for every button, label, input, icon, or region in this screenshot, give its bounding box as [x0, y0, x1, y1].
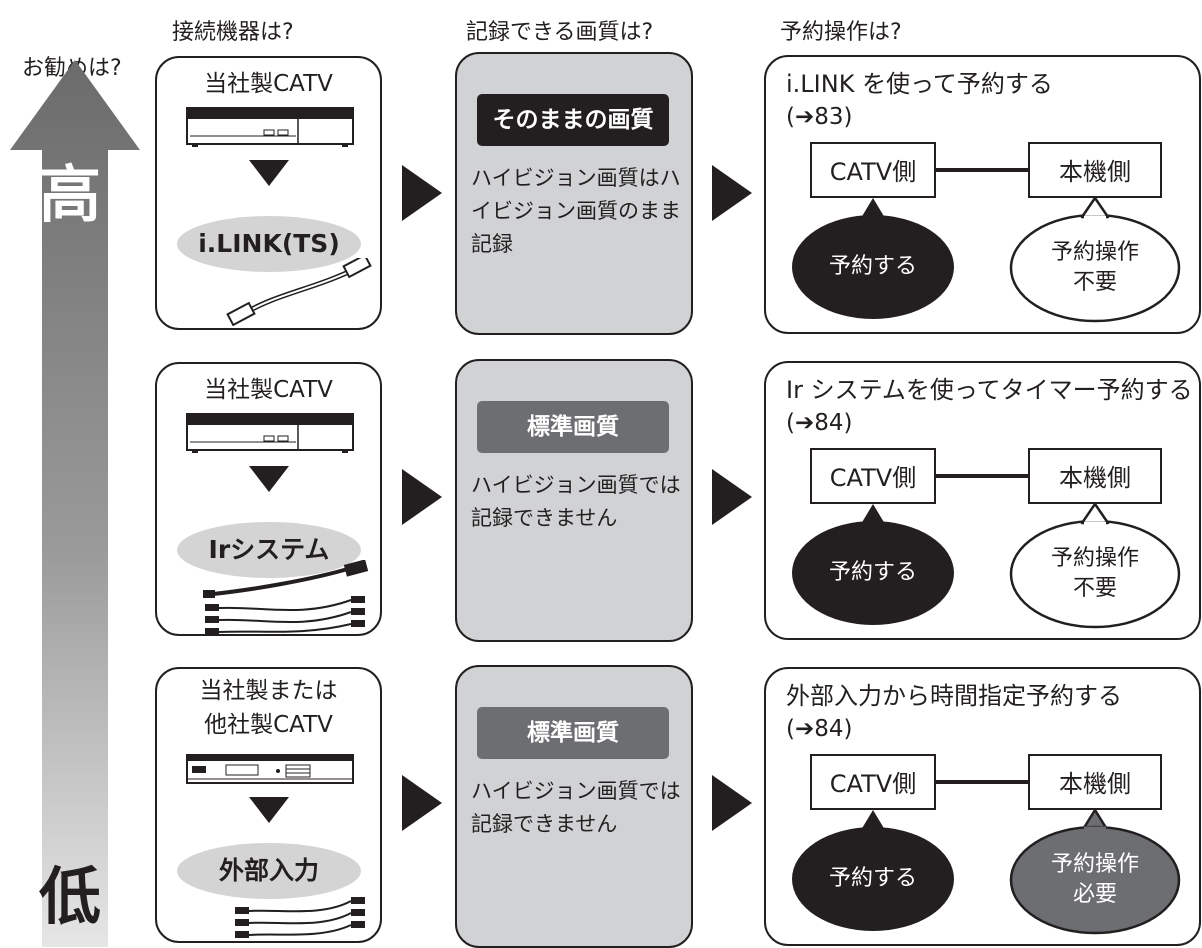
- flow-arrow-icon: [402, 469, 442, 525]
- quality-label: そのままの画質: [477, 94, 669, 146]
- speech-bubbles: [792, 502, 1181, 629]
- ir-cable-icon: [203, 560, 369, 635]
- device-box-3: 当社製または 他社製CATV 外部入力: [155, 667, 382, 943]
- down-arrow-icon: [249, 160, 289, 186]
- unit-action-line1: 予約操作: [1050, 546, 1139, 571]
- operation-page-ref: (➔84): [786, 716, 853, 742]
- unit-action-line2: 必要: [1072, 882, 1117, 907]
- header-operation: 予約操作は?: [780, 20, 902, 45]
- catv-side-node: CATV側: [810, 142, 936, 198]
- unit-action-line1: 予約操作: [1050, 852, 1139, 877]
- operation-title: i.LINK を使って予約する: [786, 70, 1053, 98]
- level-high: 高: [38, 158, 101, 231]
- device-title-line2: 他社製CATV: [204, 712, 333, 738]
- connection-label: i.LINK(TS): [177, 216, 361, 272]
- quality-box-2: 標準画質 ハイビジョン画質では記録できません: [455, 359, 693, 642]
- flow-arrow-icon: [712, 775, 752, 831]
- connection-label: Irシステム: [177, 522, 361, 578]
- device-box-1: 当社製CATV i.LINK(TS): [155, 56, 382, 330]
- operation-page-ref: (➔84): [786, 410, 853, 436]
- unit-side-node: 本機側: [1028, 754, 1162, 810]
- device-box-2: 当社製CATV Irシステム: [155, 362, 382, 636]
- catv-box-icon: [186, 107, 354, 147]
- catv-action: 予約する: [828, 254, 917, 279]
- operation-title: Ir システムを使ってタイマー予約する: [786, 376, 1193, 404]
- header-device: 接続機器は?: [172, 20, 294, 45]
- quality-label: 標準画質: [477, 401, 669, 453]
- catv-box-icon: [186, 754, 354, 784]
- down-arrow-icon: [249, 466, 289, 492]
- quality-box-3: 標準画質 ハイビジョン画質では記録できません: [455, 665, 693, 948]
- ilink-cable-icon: [226, 258, 372, 326]
- catv-side-node: CATV側: [810, 448, 936, 504]
- down-arrow-icon: [249, 797, 289, 823]
- quality-label: 標準画質: [477, 707, 669, 759]
- flow-arrow-icon: [712, 165, 752, 221]
- recommendation-arrow: [10, 60, 140, 947]
- quality-description: ハイビジョン画質では記録できません: [471, 779, 681, 836]
- connector-line: [936, 780, 1028, 784]
- operation-box-3: 外部入力から時間指定予約する (➔84) CATV側 本機側 予約する 予約操作…: [764, 667, 1201, 946]
- flow-arrow-icon: [712, 469, 752, 525]
- speech-bubbles: [792, 196, 1181, 323]
- catv-action: 予約する: [828, 866, 917, 891]
- quality-description: ハイビジョン画質では記録できません: [471, 473, 681, 530]
- speech-bubbles: [792, 808, 1181, 935]
- quality-description: ハイビジョン画質はハイビジョン画質のまま記録: [471, 166, 681, 256]
- unit-side-node: 本機側: [1028, 448, 1162, 504]
- unit-action-line1: 予約操作: [1050, 240, 1139, 265]
- unit-action-line2: 不要: [1072, 270, 1117, 295]
- flow-arrow-icon: [402, 775, 442, 831]
- operation-box-2: Ir システムを使ってタイマー予約する (➔84) CATV側 本機側 予約する…: [764, 361, 1201, 640]
- device-title-line1: 当社製または: [199, 678, 338, 704]
- header-quality: 記録できる画質は?: [466, 20, 654, 45]
- av-cable-icon: [235, 897, 365, 938]
- device-title: 当社製CATV: [204, 377, 333, 403]
- level-low: 低: [38, 860, 101, 933]
- device-title: 当社製CATV: [204, 71, 333, 97]
- flow-arrow-icon: [402, 165, 442, 221]
- unit-action-line2: 不要: [1072, 576, 1117, 601]
- operation-box-1: i.LINK を使って予約する (➔83) CATV側 本機側 予約する 予約操…: [764, 55, 1201, 334]
- operation-title: 外部入力から時間指定予約する: [786, 682, 1122, 710]
- catv-box-icon: [186, 413, 354, 453]
- connector-line: [936, 168, 1028, 172]
- unit-side-node: 本機側: [1028, 142, 1162, 198]
- catv-side-node: CATV側: [810, 754, 936, 810]
- catv-action: 予約する: [828, 560, 917, 585]
- quality-box-1: そのままの画質 ハイビジョン画質はハイビジョン画質のまま記録: [455, 52, 693, 335]
- operation-page-ref: (➔83): [786, 104, 853, 130]
- connector-line: [936, 474, 1028, 478]
- connection-label: 外部入力: [177, 843, 361, 899]
